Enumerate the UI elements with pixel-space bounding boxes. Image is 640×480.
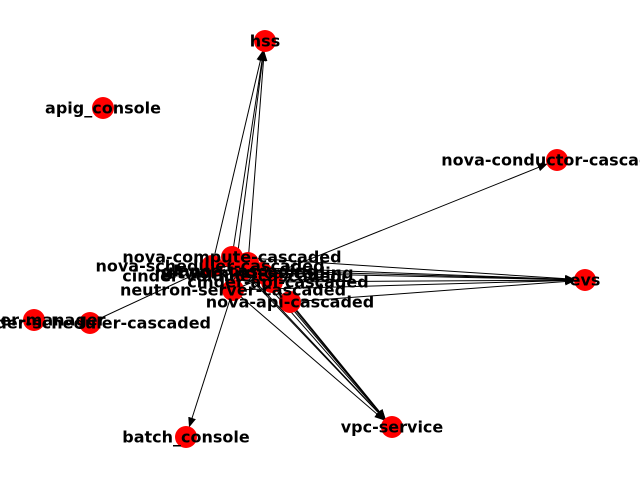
node-nova-api-cascaded[interactable]	[279, 291, 301, 313]
node-label-networking-cascading: networking-cascading	[154, 264, 353, 283]
node-hss[interactable]	[254, 30, 276, 52]
node-cinder-manager[interactable]	[23, 309, 45, 331]
edge-cinder-api-cascaded-to-evs	[271, 276, 576, 285]
node-cinder-api-cascaded[interactable]	[261, 271, 283, 293]
edge-neutron-server-cascaded-to-nova-conductor-cascaded	[232, 163, 548, 291]
node-label-nova-conductor-cascaded: nova-conductor-cascaded	[441, 151, 640, 170]
node-label-evs: evs	[570, 271, 601, 290]
edge-glance-cascading-to-hss	[247, 50, 268, 264]
edge-nova-scheduler-cascaded-to-hss	[211, 50, 265, 267]
node-label-neutron-server-cascaded: neutron-server-cascaded	[120, 281, 346, 300]
node-label-nova-scheduler-cascaded: nova-scheduler-cascaded	[95, 257, 324, 276]
edge-nova-api-cascaded-to-evs	[289, 277, 576, 303]
node-nova-conductor-cascaded[interactable]	[546, 149, 568, 171]
node-label-batch_console: batch_console	[122, 428, 250, 447]
nodes-layer	[23, 30, 596, 448]
node-label-cinder-volume-cascaded: cinder-volume-cascaded	[122, 267, 342, 286]
node-vpc-service[interactable]	[381, 416, 403, 438]
node-label-glance-cascading: glance-cascading	[162, 262, 318, 281]
node-label-nova-compute-cascaded: nova-compute-cascaded	[122, 248, 341, 267]
node-cinder-scheduler-cascaded[interactable]	[79, 312, 101, 334]
edge-neutron-server-cascaded-to-vpc-service	[232, 289, 385, 421]
node-neutron-server-cascaded[interactable]	[222, 279, 244, 301]
node-label-vpc-service: vpc-service	[341, 418, 444, 437]
node-batch_console[interactable]	[175, 426, 197, 448]
edge-nova-scheduler-cascaded-to-evs	[211, 265, 576, 284]
node-glance-cascading[interactable]	[237, 252, 259, 274]
edge-nova-compute-cascaded-to-evs	[231, 256, 576, 283]
edge-neutron-server-cascaded-to-evs	[232, 276, 576, 291]
edge-networking-cascading-to-evs	[261, 272, 576, 284]
node-apig_console[interactable]	[92, 97, 114, 119]
node-label-apig_console: apig_console	[45, 99, 161, 118]
node-label-cinder-scheduler-cascaded: cinder-scheduler-cascaded	[0, 314, 211, 333]
node-evs[interactable]	[574, 269, 596, 291]
edge-cinder-volume-cascaded-to-vpc-service	[241, 269, 386, 420]
edge-cinder-scheduler-cascaded-to-nova-compute-cascaded	[89, 261, 223, 324]
node-label-nova-api-cascaded: nova-api-cascaded	[206, 293, 374, 312]
node-label-hss: hss	[250, 32, 280, 51]
labels-layer: hss apig_console nova-conductor-cascaded ev…	[0, 32, 640, 447]
node-label-cinder-manager: cinder-manager	[0, 311, 106, 330]
node-nova-scheduler-cascaded[interactable]	[201, 255, 223, 277]
edge-nova-compute-cascaded-to-hss	[231, 50, 266, 258]
node-label-cinder-api-cascaded: cinder-api-cascaded	[187, 273, 368, 292]
edges-layer	[89, 50, 576, 428]
edge-neutron-server-cascaded-to-batch_console	[188, 289, 234, 428]
